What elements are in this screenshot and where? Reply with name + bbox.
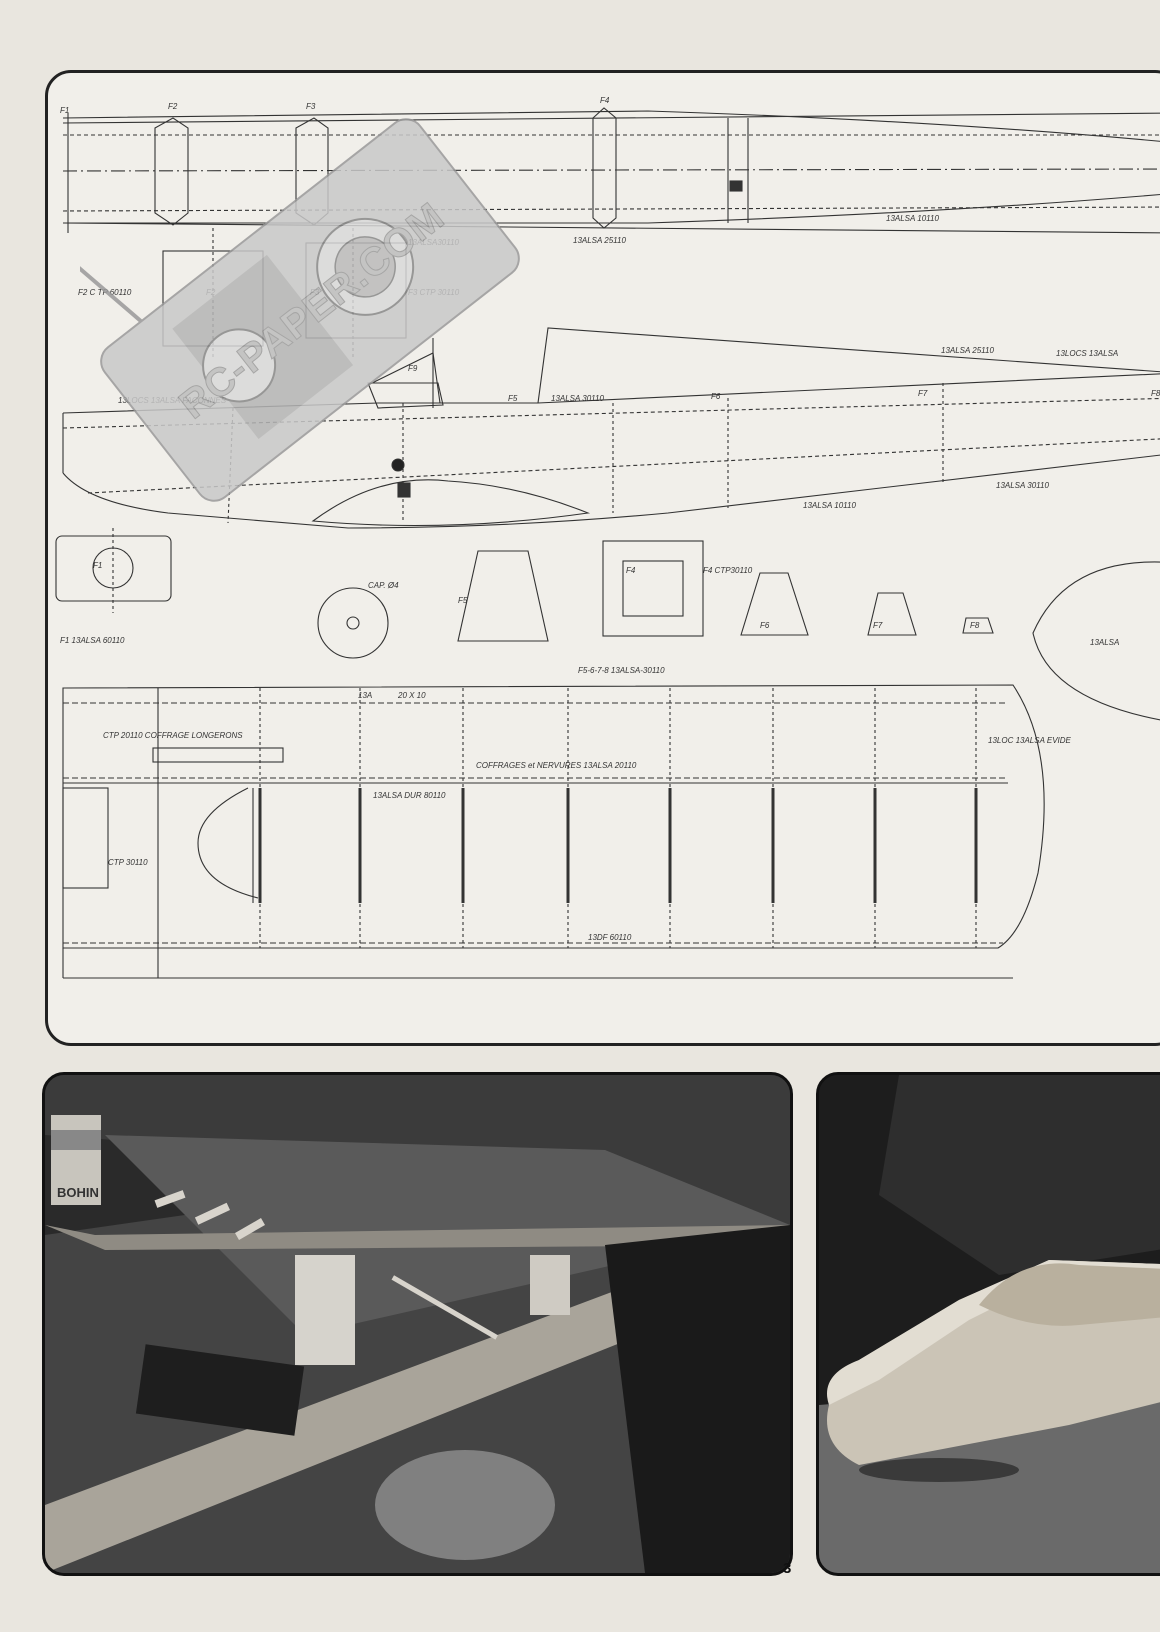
f3-box: [305, 242, 407, 339]
label-f2-box: F2: [206, 288, 216, 297]
fin-outline: [537, 327, 1160, 404]
label-balsa-10-10-side: 13ALSA 10110: [803, 501, 856, 510]
top-view-outline: [62, 110, 1160, 142]
label-f4-ctp: F4 CTP30110: [703, 566, 753, 575]
label-balsa-dur: 13ALSA DUR 80110: [373, 791, 446, 800]
label-blocs-faconnes: 13LOCS 13ALSA FACONNES: [118, 396, 227, 405]
former-f8: [962, 617, 994, 634]
label-balsa-30-10-side-b: 13ALSA 30110: [996, 481, 1049, 490]
fuselage-top-line: [62, 373, 1160, 414]
label-wing-spar: 13A: [358, 691, 372, 700]
label-coffrages-nervures: COFFRAGES et NERVURES 13ALSA 20110: [476, 761, 637, 770]
label-f5-8-balsa: F5-6-7-8 13ALSA-30110: [578, 666, 665, 675]
nose-outline: [1032, 561, 1160, 721]
label-f8-side: F8: [1151, 389, 1160, 398]
former-f7: [867, 592, 917, 636]
top-view-line: [62, 222, 1160, 234]
wing-section: [311, 479, 591, 527]
label-f2-ctp: F2 C TP 60110: [78, 288, 132, 297]
workbench-photo: BOHIN: [42, 1072, 793, 1576]
label-balsa-25-10-top: 13ALSA 25110: [573, 236, 626, 245]
workbench-photo-svg: BOHIN: [45, 1075, 790, 1573]
label-f8-former: F8: [970, 621, 980, 630]
label-f2-top: F2: [168, 102, 178, 111]
top-view-outline: [63, 193, 1160, 224]
label-f7-side: F7: [918, 389, 928, 398]
label-f5-side: F5: [508, 394, 518, 403]
fuselage-photo-svg: [819, 1075, 1160, 1573]
label-ctp-coffrage: CTP 20110 COFFRAGE LONGERONS: [103, 731, 243, 740]
label-bdf: 13DF 60110: [588, 933, 632, 942]
label-f3-ctp: F3 CTP 30110: [408, 288, 460, 297]
f9-block: [367, 352, 441, 404]
wheel: [317, 587, 389, 659]
plan-drawing: F1 F2 F3 F4 13ALSA30110 13ALSA 25110 13A…: [45, 70, 1160, 1046]
label-f5-former: F5: [458, 596, 468, 605]
former-f6: [740, 572, 809, 636]
cg-mark: [391, 458, 405, 472]
label-balsa-30-10-side: 13ALSA 30110: [551, 394, 604, 403]
label-f3-top: F3: [306, 102, 316, 111]
label-f6-side: F6: [711, 392, 721, 401]
label-f1-balsa: F1 13ALSA 60110: [60, 636, 125, 645]
bohin-box-label: BOHIN: [57, 1185, 99, 1200]
label-balsa-30-10-top: 13ALSA30110: [408, 238, 460, 247]
former-f2-top: [154, 117, 189, 226]
label-f7-former: F7: [873, 621, 883, 630]
fuselage-photo: [816, 1072, 1160, 1576]
label-bloc-vide: 13LOC 13ALSA EVIDE: [988, 736, 1072, 745]
label-blocs-balsa: 13LOCS 13ALSA: [1056, 349, 1118, 358]
wing-root-box: [62, 787, 109, 889]
label-f4-former: F4: [626, 566, 636, 575]
label-f3-box: F3: [310, 288, 320, 297]
label-balsa-10-10-top: 13ALSA 10110: [886, 214, 939, 223]
canopy: [367, 382, 444, 409]
label-balsa-partial: 13ALSA: [1090, 638, 1119, 647]
label-f9: F9: [408, 364, 418, 373]
label-f4-top: F4: [600, 96, 610, 105]
plan-svg: F1 F2 F3 F4 13ALSA30110 13ALSA 25110 13A…: [55, 96, 1160, 979]
label-ctp-30-10: CTP 30110: [108, 858, 148, 867]
label-f1-former: F1: [93, 561, 102, 570]
label-f6-former: F6: [760, 621, 770, 630]
fuselage-bottom-line: [62, 454, 1160, 529]
former-f3-top: [295, 117, 329, 226]
former-f5: [457, 550, 549, 642]
label-f1-top: F1: [60, 106, 69, 115]
label-balsa-25-10-side: 13ALSA 25110: [941, 346, 994, 355]
wheel-well: [197, 787, 259, 899]
label-cap: CAP. Ø4: [368, 581, 399, 590]
former-f1: [55, 535, 172, 602]
page-number: 3: [783, 1560, 792, 1577]
label-wing-spar-size: 20 X 10: [397, 691, 426, 700]
former-f4: [602, 540, 704, 637]
wing-outline: [62, 684, 1045, 949]
former-f4-top: [592, 107, 617, 229]
center-line: [62, 168, 1160, 172]
